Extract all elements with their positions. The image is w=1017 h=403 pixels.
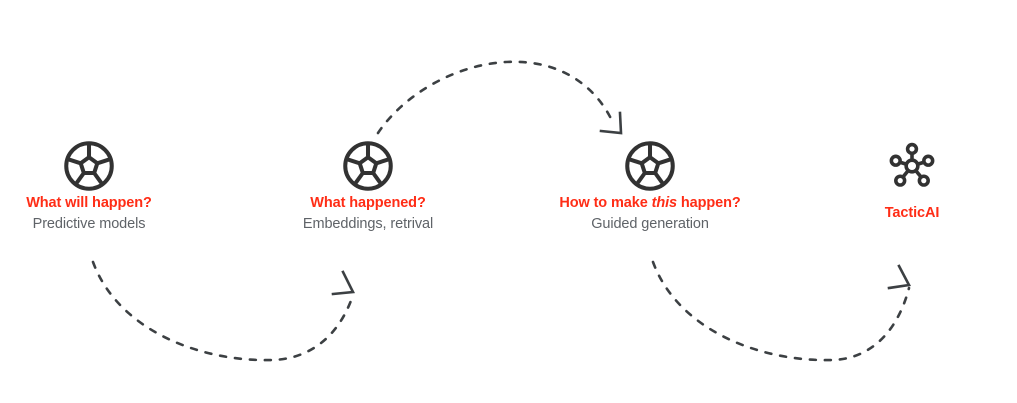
stage-tacticai: TacticAI xyxy=(822,140,1002,222)
stage-generation: How to make this happen? Guided generati… xyxy=(540,138,760,234)
arrow-retrieval-to-generation xyxy=(376,60,623,135)
stage-subtitle: Predictive models xyxy=(32,216,146,233)
stage-title: How to make this happen? xyxy=(559,195,741,211)
graph-network-icon xyxy=(889,142,935,187)
stage-subtitle: Guided generation xyxy=(591,216,709,233)
arrow-predictive-to-retrieval xyxy=(91,260,356,362)
soccer-ball-icon xyxy=(64,141,114,191)
stage-title: What happened? xyxy=(310,195,426,211)
soccer-ball-icon xyxy=(343,141,393,191)
stage-predictive: What will happen? Predictive models xyxy=(0,138,178,234)
stage-title: What will happen? xyxy=(26,195,152,211)
stage-title: TacticAI xyxy=(884,205,940,221)
stage-subtitle: Embeddings, retrival xyxy=(302,216,434,233)
stage-retrieval: What happened? Embeddings, retrival xyxy=(279,138,457,234)
soccer-ball-icon xyxy=(625,141,675,191)
arrow-generation-to-tacticai xyxy=(651,260,912,362)
